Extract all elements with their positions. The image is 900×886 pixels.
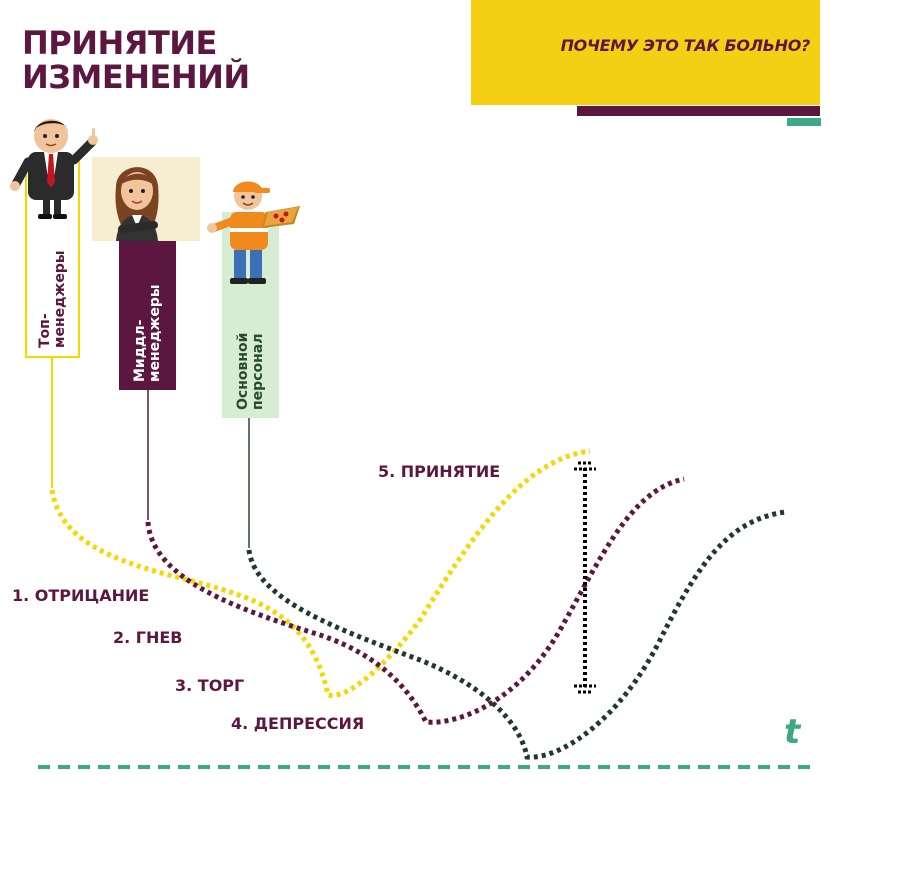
stage-5-acceptance: 5. ПРИНЯТИЕ (378, 462, 501, 481)
stage-2-anger: 2. ГНЕВ (113, 628, 183, 647)
header-banner: ПОЧЕМУ ЭТО ТАК БОЛЬНО? (471, 0, 820, 105)
businessman-icon (10, 119, 98, 219)
top-managers-curve (49, 448, 591, 698)
group-middle-line-1: Миддл- (131, 319, 148, 382)
businesswoman-portrait (92, 157, 200, 241)
middle-managers-curve (145, 476, 685, 725)
group-staff-line-2: персонал (249, 333, 266, 410)
banner-text: ПОЧЕМУ ЭТО ТАК БОЛЬНО? (560, 36, 811, 55)
staff-curve (246, 509, 786, 760)
group-top-line-1: Топ- (36, 313, 53, 348)
decor-bar-maroon (577, 106, 820, 116)
page-title: ПРИНЯТИЕ ИЗМЕНЕНИЙ (22, 26, 250, 94)
stage-3-bargaining: 3. ТОРГ (175, 676, 245, 695)
businesswoman-icon (115, 167, 159, 241)
stage-4-depression: 4. ДЕПРЕССИЯ (231, 714, 365, 733)
title-line-2: ИЗМЕНЕНИЙ (22, 58, 250, 96)
time-axis-label: t (784, 712, 801, 752)
title-line-1: ПРИНЯТИЕ (22, 24, 217, 62)
pizza-delivery-worker-icon (207, 181, 300, 284)
group-top-line-2: менеджеры (51, 250, 68, 348)
stage-1-denial: 1. ОТРИЦАНИЕ (12, 586, 150, 605)
group-middle-line-2: менеджеры (146, 284, 163, 382)
double-arrow-icon (574, 461, 596, 694)
decor-bar-teal (787, 118, 821, 126)
group-label-middle-managers: Миддл- менеджеры (119, 236, 176, 390)
group-staff-line-1: Основной (234, 332, 251, 410)
